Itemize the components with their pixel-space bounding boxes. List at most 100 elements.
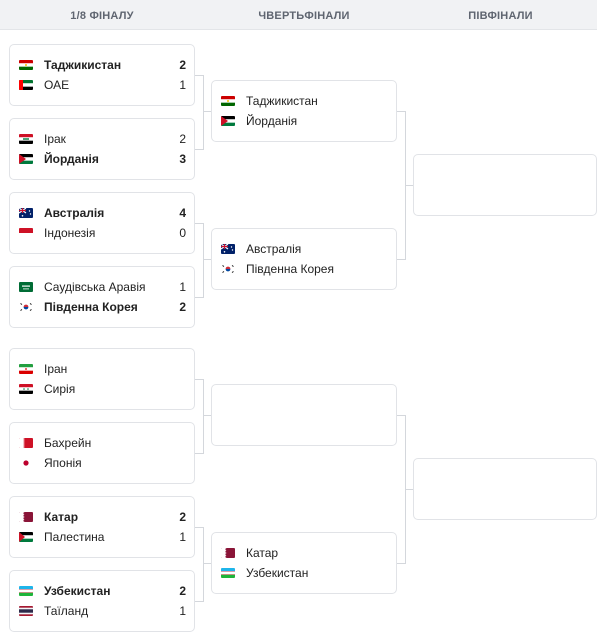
team-name: Катар [44,510,79,524]
team-row: Таджикистан [212,91,396,111]
team-name: Узбекистан [44,584,111,598]
team-name: Таджикистан [246,94,318,108]
team-row: Індонезія 0 [10,223,194,243]
team-row: Бахрейн [10,433,194,453]
japan-flag-icon [19,458,33,468]
team-score: 1 [179,604,186,618]
team-name: Йорданія [44,152,99,166]
uzbekistan-flag-icon [19,586,33,596]
team-row: Південна Корея [212,259,396,279]
round-of-16-heading: 1/8 ФІНАЛУ [70,10,134,22]
bracket-connector [203,223,204,298]
team-row: Сирія [10,379,194,399]
team-name: Японія [44,456,82,470]
team-row: Таджикистан 2 [10,55,194,75]
team-name: Таджикистан [44,58,122,72]
australia-flag-icon [221,244,235,254]
team-row: Японія [10,453,194,473]
bracket-connector [405,489,413,490]
team-name: Австралія [44,206,105,220]
bracket-connector [203,379,204,454]
team-row: Узбекистан [212,563,396,583]
team-score: 0 [179,226,186,240]
team-score: 4 [179,206,186,220]
jordan-flag-icon [19,154,33,164]
team-name: Австралія [246,242,302,256]
bracket-connector [195,75,203,76]
syria-flag-icon [19,384,33,394]
team-score: 1 [179,78,186,92]
bracket-connector [195,601,203,602]
bracket-connector [195,149,203,150]
team-score: 3 [179,152,186,166]
semifinals-heading: ПІВФІНАЛИ [468,10,533,22]
team-row: Йорданія 3 [10,149,194,169]
bracket-connector [203,563,211,564]
tajikistan-flag-icon [221,96,235,106]
team-row: Іран [10,359,194,379]
saudi-arabia-flag-icon [19,282,33,292]
team-name: Узбекистан [246,566,309,580]
team-name: Іран [44,362,68,376]
team-score: 1 [179,530,186,544]
bracket-connector [405,185,413,186]
team-name: Таїланд [44,604,89,618]
team-score: 2 [179,300,186,314]
south-korea-flag-icon [221,264,235,274]
bracket-connector [195,223,203,224]
tajikistan-flag-icon [19,60,33,70]
team-name: Бахрейн [44,436,92,450]
qf-match[interactable] [211,384,397,446]
bracket-connector [397,563,405,564]
bracket-connector [203,259,211,260]
team-name: Саудівська Аравія [44,280,146,294]
team-row: Австралія 4 [10,203,194,223]
team-row: Узбекистан 2 [10,581,194,601]
team-row: Таїланд 1 [10,601,194,621]
jordan-flag-icon [221,116,235,126]
team-score: 2 [179,58,186,72]
team-row: ОАЕ 1 [10,75,194,95]
thailand-flag-icon [19,606,33,616]
team-score: 2 [179,584,186,598]
team-name: ОАЕ [44,78,70,92]
sf-match[interactable] [413,154,597,216]
uae-flag-icon [19,80,33,90]
team-score: 2 [179,132,186,146]
bracket-connector [195,527,203,528]
team-name: Південна Корея [246,262,334,276]
team-name: Йорданія [246,114,298,128]
uzbekistan-flag-icon [221,568,235,578]
qatar-flag-icon [221,548,235,558]
bahrain-flag-icon [19,438,33,448]
bracket-connector [195,379,203,380]
bracket-connector [397,415,405,416]
bracket-connector [397,259,405,260]
team-row: Австралія [212,239,396,259]
australia-flag-icon [19,208,33,218]
sf-match[interactable] [413,458,597,520]
team-row: Йорданія [212,111,396,131]
palestine-flag-icon [19,532,33,542]
team-name: Сирія [44,382,76,396]
bracket-connector [203,75,204,150]
bracket-connector [195,453,203,454]
bracket-connector [203,415,211,416]
iran-flag-icon [19,364,33,374]
team-name: Індонезія [44,226,96,240]
